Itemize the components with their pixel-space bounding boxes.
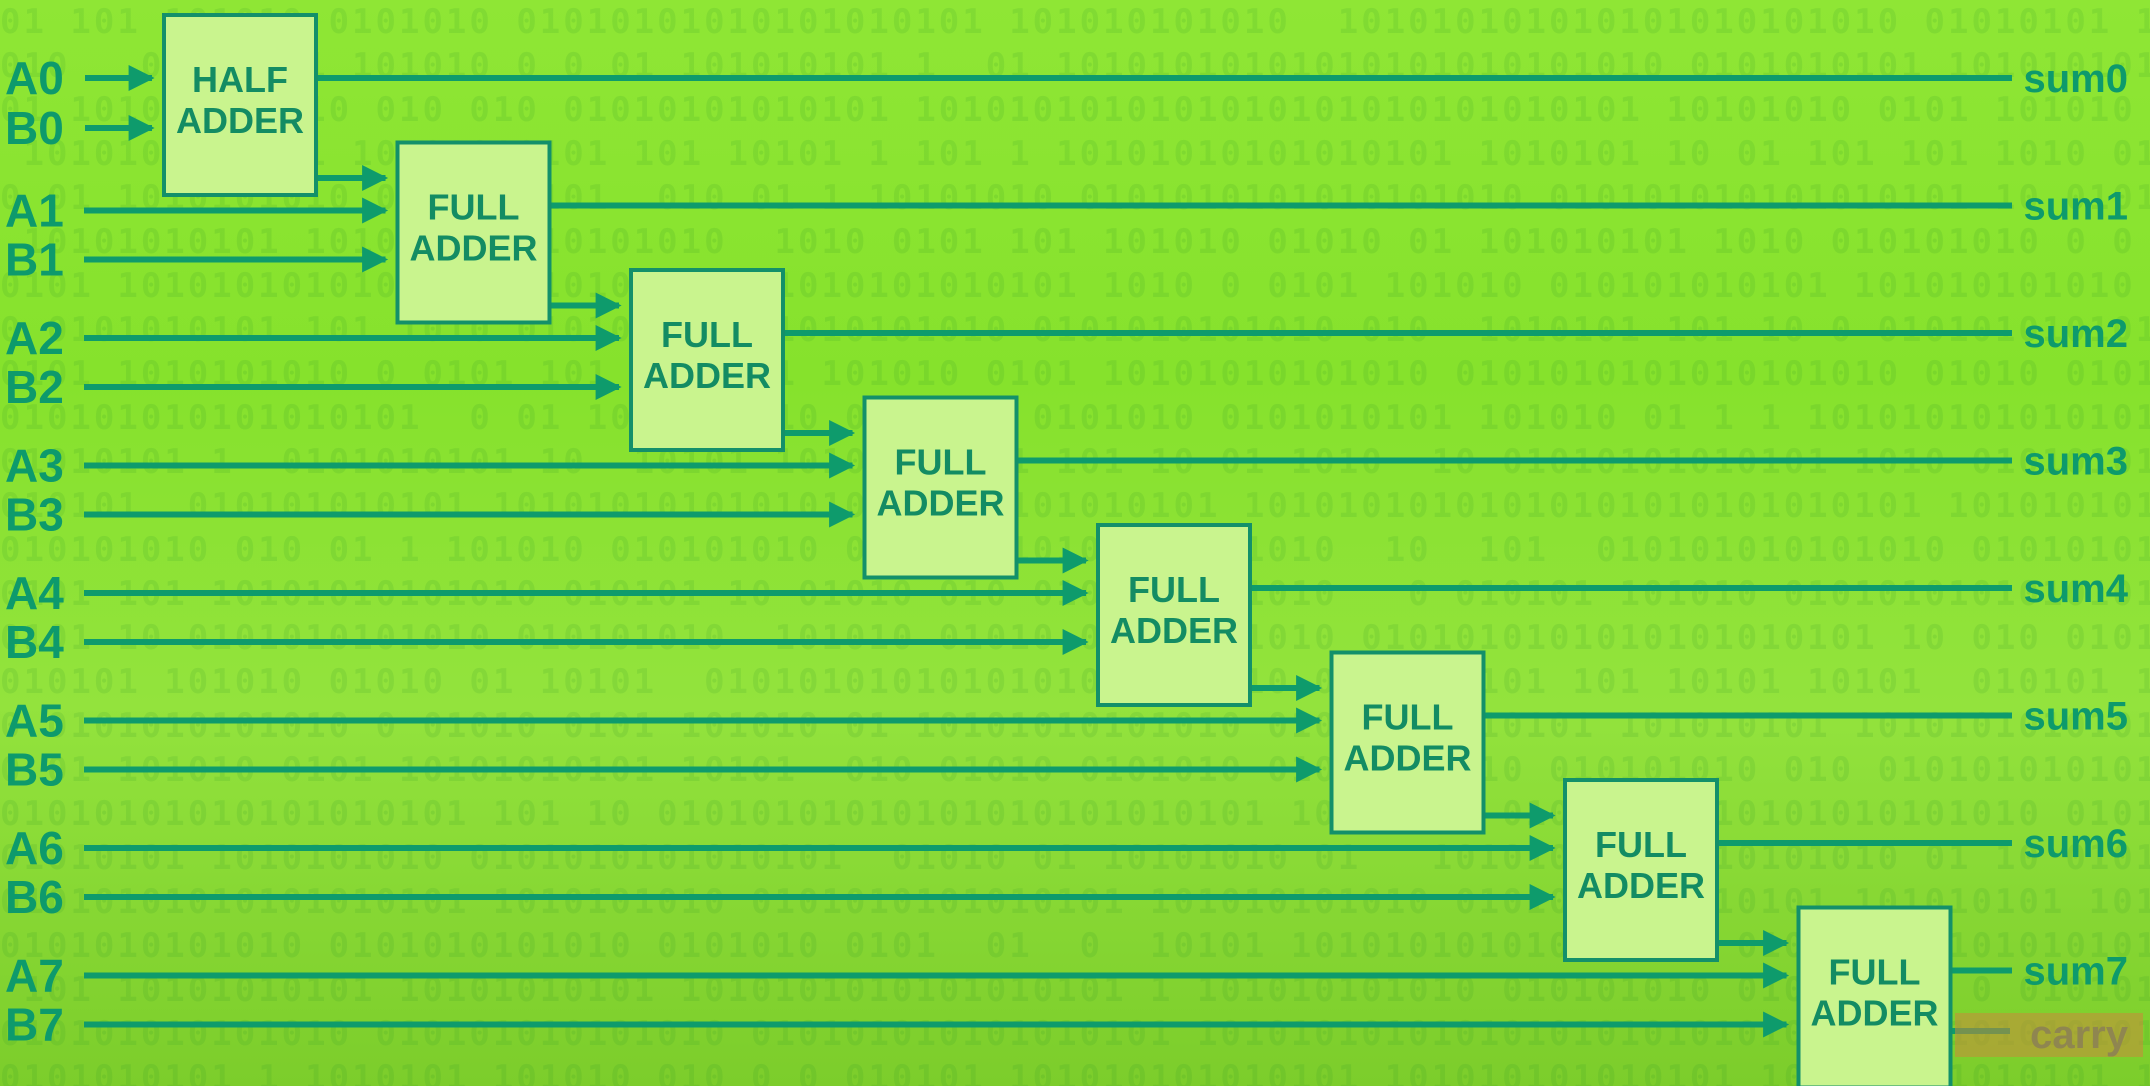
sum-label-3: sum3 [2024, 440, 2129, 484]
binary-texture-row: 01010101010101010101 101 10 010101010101… [0, 794, 2150, 834]
sum-label-0: sum0 [2024, 57, 2129, 101]
full-adder-block-3 [862, 395, 1019, 580]
input-label-a0: A0 [5, 52, 64, 104]
input-label-b2: B2 [5, 361, 64, 413]
adder-label-bottom: ADDER [643, 355, 771, 396]
input-label-b5: B5 [5, 744, 64, 796]
adder-blocks: HALFADDERFULLADDERFULLADDERFULLADDERFULL… [162, 13, 1953, 1086]
input-label-b6: B6 [5, 871, 64, 923]
adder-label-bottom: ADDER [1577, 865, 1705, 906]
input-label-a2: A2 [5, 312, 64, 364]
full-adder-block-1 [395, 140, 552, 325]
input-label-a4: A4 [5, 567, 64, 619]
adder-label-top: HALF [192, 59, 288, 100]
adder-label-top: FULL [1829, 952, 1921, 993]
adder-label-top: FULL [661, 314, 753, 355]
sum-label-1: sum1 [2024, 185, 2129, 229]
adder-label-bottom: ADDER [1110, 610, 1238, 651]
sum-label-7: sum7 [2024, 950, 2129, 994]
binary-texture-row: 10101010101 101010101010101010 1010 0101… [23, 222, 2136, 262]
adder-label-top: FULL [1595, 824, 1687, 865]
adder-label-bottom: ADDER [176, 100, 304, 141]
input-label-a1: A1 [5, 185, 64, 237]
input-label-b1: B1 [5, 234, 64, 286]
adder-label-bottom: ADDER [876, 483, 1004, 524]
binary-texture-row: 01010101 1010101010 0101010101010101 010… [0, 838, 2150, 878]
input-label-b0: B0 [5, 102, 64, 154]
adder-label-top: FULL [1362, 697, 1454, 738]
input-label-b3: B3 [5, 489, 64, 541]
carry-highlight [1955, 1013, 2143, 1057]
binary-texture-row: 01010101010101010101 1010101010 01010101… [0, 882, 2150, 922]
binary-texture-row: 01 101010 1010 010 010 01010101010101 10… [0, 90, 2136, 130]
adder-label-bottom: ADDER [409, 228, 537, 269]
adder-label-bottom: ADDER [1810, 993, 1938, 1034]
full-adder-block-4 [1096, 523, 1252, 707]
input-label-a6: A6 [5, 822, 64, 874]
adder-label-top: FULL [1128, 569, 1220, 610]
sum-label-6: sum6 [2024, 822, 2129, 866]
input-label-a5: A5 [5, 695, 64, 747]
full-adder-block-7 [1796, 905, 1953, 1086]
full-adder-block-2 [629, 268, 785, 452]
full-adder-block-5 [1329, 650, 1486, 835]
input-label-b7: B7 [5, 999, 64, 1051]
input-label-a7: A7 [5, 950, 64, 1002]
sum-label-5: sum5 [2024, 695, 2129, 739]
half-adder-block [162, 13, 318, 197]
full-adder-block-6 [1563, 778, 1719, 962]
adder-label-bottom: ADDER [1343, 738, 1471, 779]
sum-label-4: sum4 [2024, 567, 2129, 611]
input-label-a3: A3 [5, 440, 64, 492]
input-label-b4: B4 [5, 616, 64, 668]
sum-label-2: sum2 [2024, 312, 2129, 356]
carry-label: carry [2030, 1013, 2129, 1057]
adder-label-top: FULL [428, 187, 520, 228]
binary-texture-row: 01 101 101010 0101010 010101010101010101… [0, 2, 2150, 42]
adder-label-top: FULL [895, 442, 987, 483]
wires [84, 65, 2012, 1038]
